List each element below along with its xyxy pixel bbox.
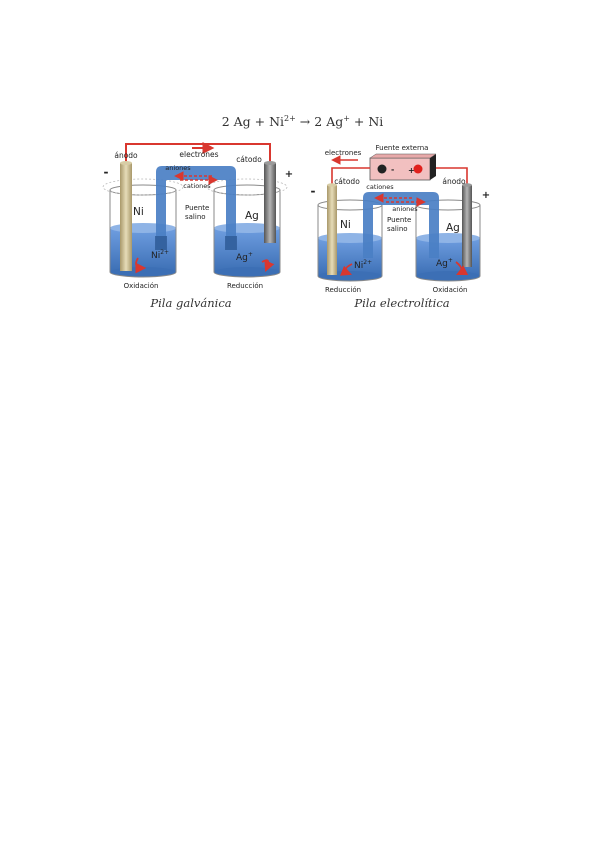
electrolytic-cathode-label: cátodo: [334, 177, 360, 186]
electrolytic-reduction-label: Reducción: [325, 286, 361, 294]
electrolytic-ni-ion-label: Ni2+: [354, 259, 372, 271]
source-plus-sign: +: [408, 166, 415, 175]
electrolytic-electrons-label: electrones: [325, 149, 362, 157]
galvanic-ni-ion-label: Ni2+: [151, 249, 169, 261]
electrolytic-oxidation-curl: [455, 261, 469, 275]
electrolytic-reduction-curl: [339, 263, 353, 276]
galvanic-left-beaker: [102, 178, 184, 278]
galvanic-caption: Pila galvánica: [149, 296, 231, 310]
electrolytic-anode-label: ánodo: [442, 177, 466, 186]
electrolytic-ni-label: Ni: [340, 219, 351, 231]
galvanic-cathode-label: cátodo: [236, 155, 262, 164]
electrolytic-ag-ion-symbol: Ag: [436, 259, 448, 269]
galvanic-ni-label: Ni: [133, 206, 144, 218]
electrolytic-ag-label: Ag: [446, 222, 460, 234]
galvanic-ag-ion-charge: +: [248, 251, 253, 258]
electrolytic-anions-label: aniones: [392, 205, 418, 213]
electrolytic-cations-label: cationes: [366, 183, 394, 191]
electrolytic-caption: Pila electrolítica: [353, 296, 449, 310]
equation-left: 2 Ag + Ni: [221, 114, 285, 130]
electrolytic-ni-ion-charge: 2+: [363, 259, 372, 266]
galvanic-cations-label: cationes: [183, 182, 211, 190]
external-source-label: Fuente externa: [376, 144, 429, 152]
galvanic-ag-ion-label: Ag+: [236, 251, 253, 263]
galvanic-ni-ion-symbol: Ni: [151, 251, 160, 261]
source-minus-sign: -: [391, 165, 394, 174]
electrolytic-bridge-label-1: Puente: [387, 216, 411, 224]
electrolytic-ag-ion-label: Ag+: [436, 257, 453, 269]
galvanic-reduction-curl: [261, 259, 275, 272]
electrolytic-ag-ion-charge: +: [448, 257, 453, 264]
reaction-equation: 2 Ag + Ni2+ → 2 Ag+ + Ni: [180, 114, 425, 129]
galvanic-ni-electrode: [120, 161, 132, 271]
galvanic-oxidation-label: Oxidación: [124, 282, 159, 290]
electrolytic-ni-electrode: [327, 183, 337, 275]
galvanic-ag-label: Ag: [245, 210, 259, 222]
equation-ni-charge: 2+: [284, 114, 296, 123]
galvanic-bridge-label-2: salino: [185, 213, 206, 221]
galvanic-reduction-label: Reducción: [227, 282, 263, 290]
electrolytic-salt-bridge: [363, 192, 439, 258]
galvanic-anode-label: ánodo: [114, 151, 138, 160]
electrolytic-wire-left: [331, 167, 370, 185]
galvanic-cell: ánodo electrones cátodo - + aniones cati…: [102, 142, 293, 310]
galvanic-wire: [125, 143, 271, 163]
galvanic-ag-ion-symbol: Ag: [236, 253, 248, 263]
electrolytic-ag-electrode: [462, 183, 472, 267]
galvanic-oxidation-curl: [135, 257, 147, 274]
galvanic-ag-electrode: [264, 161, 276, 243]
electrolytic-oxidation-label: Oxidación: [433, 286, 468, 294]
source-negative-terminal: [377, 164, 387, 174]
equation-arrow: →: [299, 114, 311, 130]
galvanic-plus-sign: +: [285, 169, 293, 180]
electrolytic-ni-ion-symbol: Ni: [354, 261, 363, 271]
electrolytic-bridge-label-2: salino: [387, 225, 408, 233]
electrolytic-cell: electrones Fuente externa - + - + cátodo…: [311, 144, 491, 310]
electrolytic-minus-sign: -: [311, 184, 316, 198]
external-source: [369, 153, 437, 181]
electrolytic-wire-right: [436, 167, 468, 185]
equation-ag-charge: +: [343, 114, 350, 123]
galvanic-bridge-label-1: Puente: [185, 204, 209, 212]
source-positive-terminal: [413, 164, 423, 174]
galvanic-ni-ion-charge: 2+: [160, 249, 169, 256]
galvanic-electrons-label: electrones: [179, 150, 218, 159]
galvanic-minus-sign: -: [104, 165, 109, 179]
galvanic-anions-label: aniones: [165, 164, 191, 172]
equation-right-ag: 2 Ag: [314, 114, 344, 130]
electrolytic-plus-sign: +: [482, 190, 490, 201]
equation-right-tail: + Ni: [349, 114, 384, 130]
